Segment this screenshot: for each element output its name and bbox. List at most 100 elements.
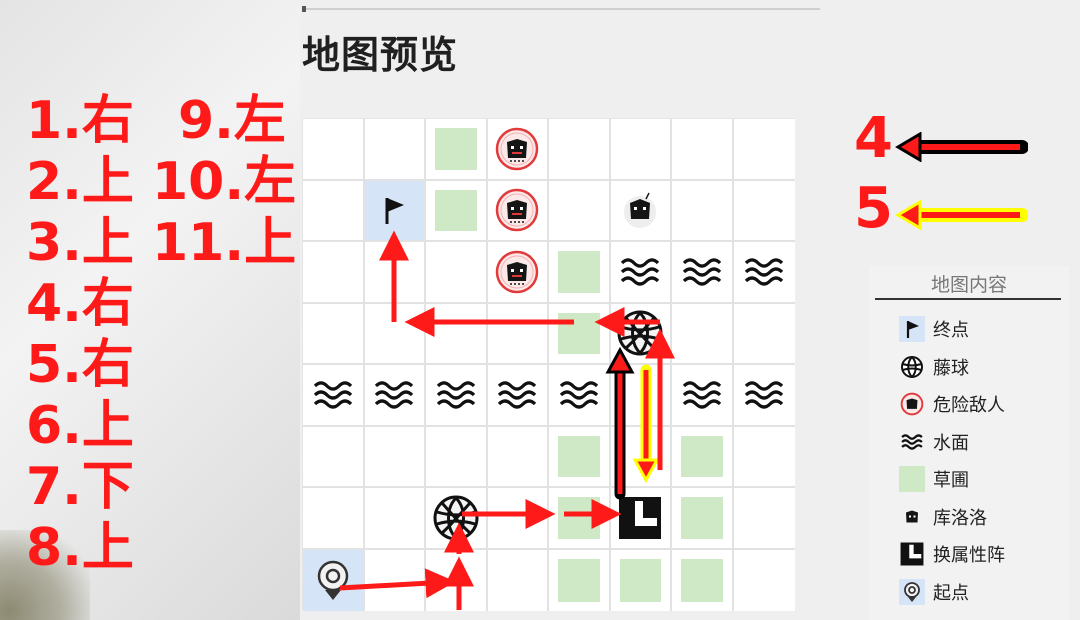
water-icon (313, 378, 353, 412)
map-cell (426, 180, 488, 242)
instruction-step: 8.上 (26, 518, 134, 578)
map-cell (426, 365, 488, 427)
danger-enemy-icon (495, 127, 539, 171)
legend-item: 终点 (899, 314, 969, 344)
legend-item-label: 水面 (933, 432, 969, 454)
legend-title: 地图内容 (930, 274, 1007, 296)
map-cell (364, 426, 426, 488)
map-cell (549, 119, 611, 181)
map-cell (610, 242, 672, 304)
map-cell (364, 119, 426, 181)
map-cell (487, 426, 549, 488)
map-cell (426, 426, 488, 488)
instruction-step: 7.下 (26, 457, 134, 517)
kuroro-icon (618, 188, 662, 232)
map-cell (303, 365, 365, 427)
grass-tile (558, 435, 600, 477)
arrow-legend-label: 4 (854, 106, 893, 171)
map-cell (303, 119, 365, 181)
map-cell (303, 488, 365, 550)
grass-icon (899, 466, 925, 492)
instruction-step: 4.右 (26, 274, 134, 334)
danger-enemy-icon (495, 188, 539, 232)
map-grid (302, 118, 795, 611)
map-cell (303, 426, 365, 488)
instruction-step: 10.左 (152, 152, 297, 212)
start-point-icon (311, 556, 355, 604)
grass-tile (558, 251, 600, 293)
water-icon (682, 255, 722, 289)
map-cell (610, 303, 672, 365)
rattan-ball-icon (432, 494, 480, 542)
kuroro-icon (899, 504, 925, 530)
map-cell (426, 549, 488, 611)
legend-item: 水面 (899, 427, 969, 457)
map-cell (733, 488, 795, 550)
legend-item-label: 换属性阵 (933, 545, 1005, 566)
left-background (0, 0, 300, 620)
map-cell (487, 119, 549, 181)
legend-item: 藤球 (899, 352, 969, 382)
map-cell (303, 303, 365, 365)
grass-tile (558, 497, 600, 539)
grass-tile (558, 312, 600, 354)
map-cell (364, 488, 426, 550)
map-cell (733, 242, 795, 304)
legend-item-label: 终点 (933, 320, 969, 341)
map-cell (610, 119, 672, 181)
map-cell (487, 488, 549, 550)
map-cell (364, 549, 426, 611)
grass-tile (435, 128, 477, 170)
instruction-step: 5.右 (26, 335, 134, 395)
map-cell (549, 549, 611, 611)
legend-item: 起点 (899, 577, 969, 607)
grass-tile (681, 497, 723, 539)
video-corner-shade (0, 530, 90, 620)
start-point-icon (899, 578, 925, 605)
map-cell (549, 242, 611, 304)
instruction-step: 6.上 (26, 396, 134, 456)
map-cell (672, 303, 734, 365)
map-cell (303, 549, 365, 611)
water-icon (899, 429, 925, 455)
legend-item-label: 藤球 (933, 357, 969, 379)
page-title: 地图预览 (302, 33, 459, 77)
map-cell (733, 180, 795, 242)
map-cell (364, 303, 426, 365)
map-cell (672, 549, 734, 611)
map-cell (487, 242, 549, 304)
rattan-ball-icon (899, 354, 925, 380)
map-cell (733, 303, 795, 365)
map-cell (610, 488, 672, 550)
map-cell (672, 426, 734, 488)
instruction-step: 2.上 (26, 152, 134, 212)
map-cell (610, 426, 672, 488)
instruction-step: 3.上 (26, 213, 134, 273)
map-cell (487, 365, 549, 427)
grass-tile (435, 189, 477, 231)
grass-tile (619, 558, 661, 602)
attribute-swap-icon (899, 541, 925, 567)
map-cell (672, 488, 734, 550)
grass-tile (681, 435, 723, 477)
map-cell (426, 242, 488, 304)
map-cell (733, 549, 795, 611)
map-cell (549, 488, 611, 550)
map-cell (426, 119, 488, 181)
map-cell (733, 365, 795, 427)
arrow-legend-label: 5 (854, 176, 893, 241)
map-cell (487, 549, 549, 611)
map-cell (549, 426, 611, 488)
legend-item-label: 起点 (933, 582, 969, 604)
map-cell (672, 180, 734, 242)
arrow-legend-yellow (895, 200, 1028, 230)
legend-divider (875, 298, 1061, 300)
goal-flag-icon (899, 316, 925, 342)
rattan-ball-icon (616, 309, 664, 357)
legend-item: 库洛洛 (899, 502, 987, 532)
map-cell (487, 180, 549, 242)
map-cell (426, 488, 488, 550)
water-icon (682, 378, 722, 412)
grass-tile (681, 558, 723, 602)
map-cell (610, 365, 672, 427)
